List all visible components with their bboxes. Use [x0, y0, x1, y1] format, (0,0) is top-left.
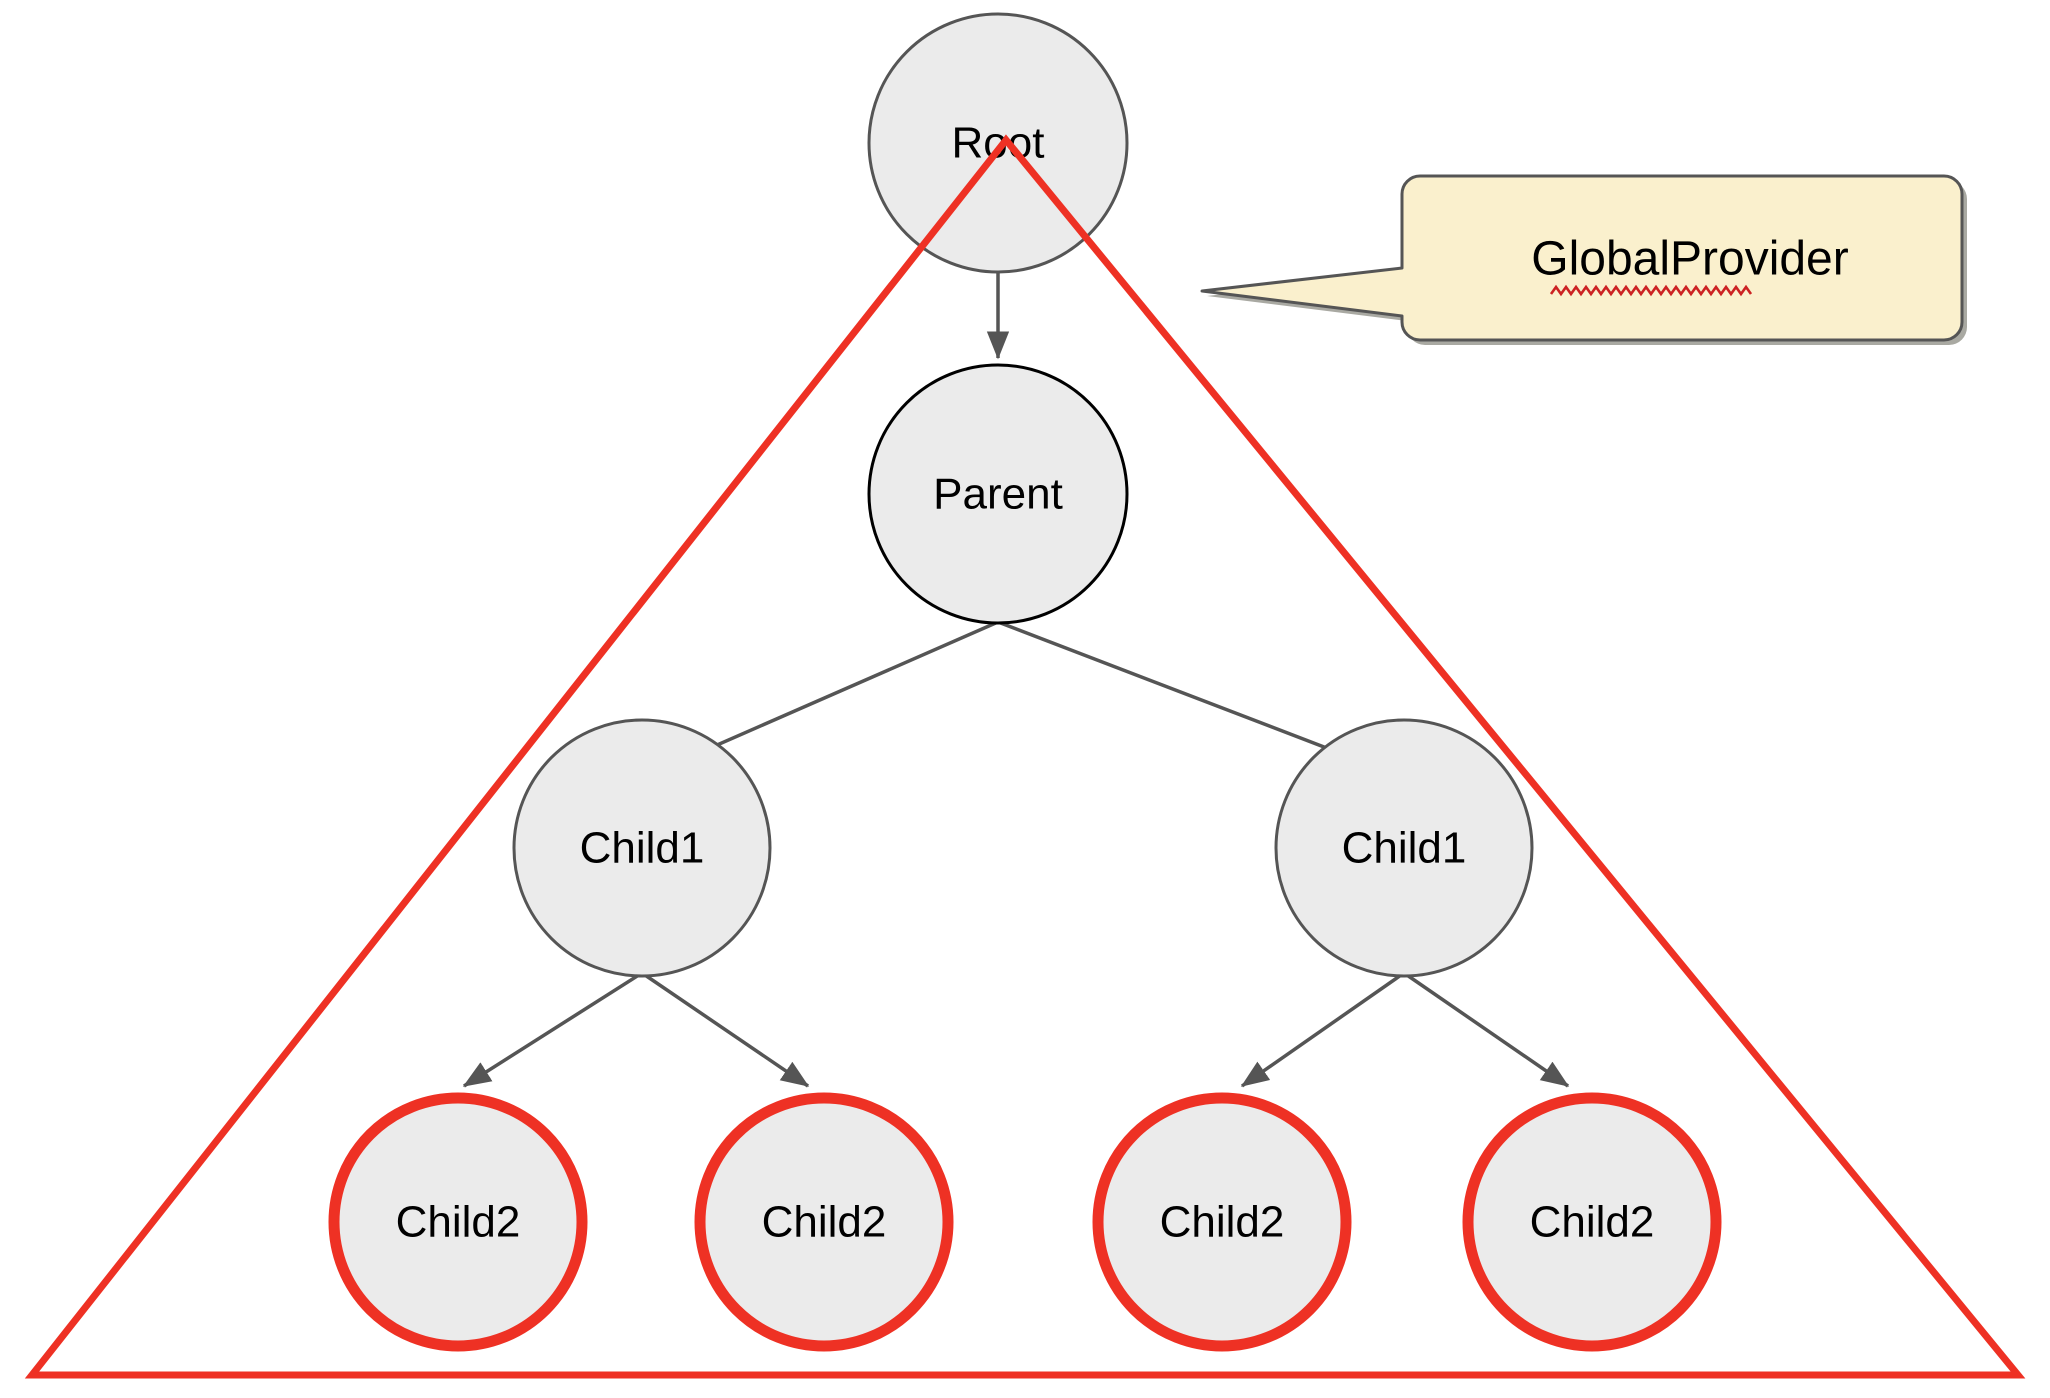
node-root[interactable]: Root	[867, 12, 1129, 274]
node-child2-2-label: Child2	[762, 1198, 887, 1247]
callout-text: GlobalProvider	[1531, 233, 1849, 286]
node-child2-1-label: Child2	[396, 1198, 521, 1247]
callout-body[interactable]	[1200, 174, 1964, 342]
node-parent[interactable]: Parent	[867, 363, 1129, 625]
edge-group	[462, 273, 1570, 1088]
spellcheck-squiggle-icon	[1549, 284, 1753, 297]
node-child2-1-circle[interactable]	[328, 1092, 588, 1352]
global-provider-callout[interactable]: GlobalProvider	[1200, 174, 1967, 345]
edge-child1-right-to-child2-3	[1240, 971, 1406, 1088]
node-child1-right-circle[interactable]	[1274, 718, 1534, 978]
node-child2-2-circle[interactable]	[694, 1092, 954, 1352]
node-child2-4[interactable]: Child2	[1462, 1092, 1722, 1352]
node-child2-3[interactable]: Child2	[1092, 1092, 1352, 1352]
node-child1-right-label: Child1	[1342, 824, 1467, 873]
node-child2-4-circle[interactable]	[1462, 1092, 1722, 1352]
node-child2-3-circle[interactable]	[1092, 1092, 1352, 1352]
edge-child1-left-to-child2-1	[462, 971, 643, 1088]
node-child2-3-label: Child2	[1160, 1198, 1285, 1247]
node-child1-left-circle[interactable]	[512, 718, 772, 978]
node-child1-left-label: Child1	[580, 824, 705, 873]
node-child1-left[interactable]: Child1	[512, 718, 772, 978]
global-scope-triangle	[24, 134, 2026, 1379]
node-parent-label: Parent	[933, 470, 1063, 519]
node-child2-2[interactable]: Child2	[694, 1092, 954, 1352]
node-parent-circle[interactable]	[867, 363, 1129, 625]
edge-child1-left-to-child2-2	[641, 971, 810, 1088]
edge-parent-to-child1-right	[997, 620, 1386, 772]
node-child1-right[interactable]: Child1	[1274, 718, 1534, 978]
node-child2-1[interactable]: Child2	[328, 1092, 588, 1352]
edge-child1-right-to-child2-4	[1403, 971, 1570, 1088]
node-child2-4-label: Child2	[1530, 1198, 1655, 1247]
node-root-label: Root	[952, 119, 1045, 168]
